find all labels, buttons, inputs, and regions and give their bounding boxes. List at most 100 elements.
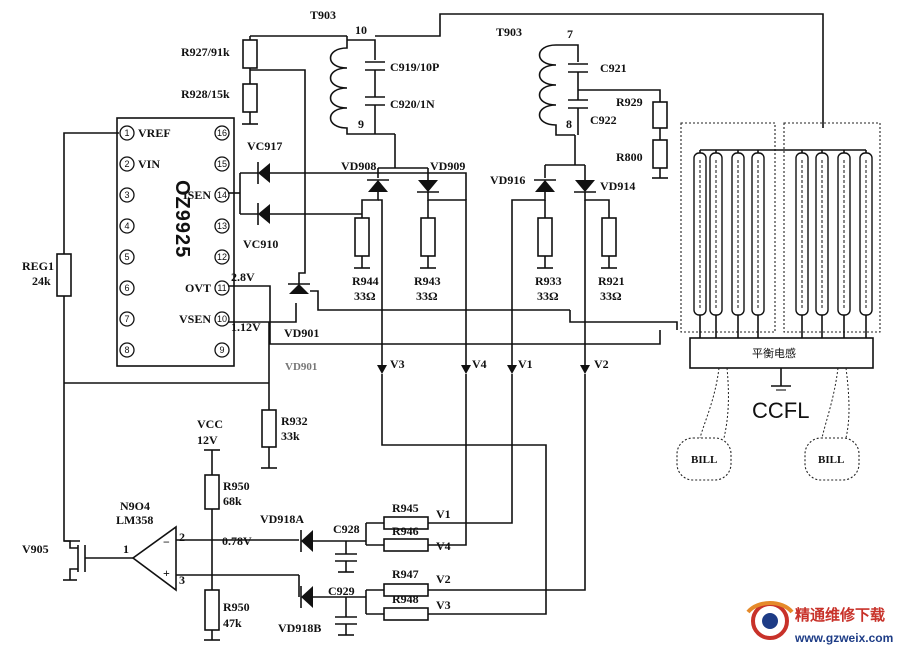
ic-pin-2 [119,156,135,172]
reg1-value: 24k [32,274,51,288]
ic-pin-number: 5 [124,252,129,262]
balance-inductor [689,337,874,369]
ic-pin-4 [119,218,135,234]
ic-pin-number: 3 [124,190,129,200]
ic-pin-5 [119,249,135,265]
pin7-label: 7 [567,27,573,41]
feedback-rectifiers: VD918A VD918B C928 C929 R945 R946 R947 R… [212,501,451,636]
t903-left-label: T903 [310,8,336,22]
ic-pin-name: VIN [138,157,160,171]
c919-label: C919/10P [390,60,439,74]
r943-label: R943 [414,274,441,288]
bill-right-label: BILL [818,454,844,466]
opamp-minus: − [163,535,170,549]
watermark-logo-core-icon [762,613,778,629]
vd901-faint-label: VD901 [285,361,317,373]
vd918b-label: VD918B [278,621,321,635]
opamp-lm358: N9O4 LM358 1 2 3 − + V905 [22,499,299,592]
lamp-bank-right [783,122,881,333]
ic-pin-12 [214,249,230,265]
arrow-v4-label: V4 [472,357,487,371]
pin10-label: 10 [355,23,367,37]
transformer-right: T903 7 8 C921 C922 R929 R800 [496,25,668,179]
ic-pin-name: OVT [185,281,211,295]
ccfl-lamp-banks: 平衡电感 CCFL BILL BILL [676,122,881,481]
ccfl-label: CCFL [752,398,809,423]
vd908-label: VD908 [341,159,376,173]
opamp-plus: + [163,566,170,580]
ic-pin-number: 15 [217,159,227,169]
vcc-label: VCC [197,417,223,431]
r921-value: 33Ω [600,289,622,303]
opamp-pin1: 1 [123,542,129,556]
net-v2-label: V2 [436,572,451,586]
net-v4-label: V4 [436,539,451,553]
r950a-label: R950 [223,479,250,493]
r948-label: R948 [392,592,419,606]
ic-pin-16 [214,125,230,141]
ic-pin-number: 6 [124,283,129,293]
ccfl-lamps [693,150,873,338]
c920-label: C920/1N [390,97,435,111]
ic-pin-number: 1 [124,128,129,138]
r932-value: 33k [281,429,300,443]
r927-label: R927/91k [181,45,230,59]
bill-left-label: BILL [691,454,717,466]
vd916-label: VD916 [490,173,525,187]
ic-pin-number: 10 [217,314,227,324]
ic-pin-number: 12 [217,252,227,262]
ic-body [116,117,235,367]
net-v3-label: V3 [436,598,451,612]
t903-right-label: T903 [496,25,522,39]
r929-label: R929 [616,95,643,109]
arrow-v2-label: V2 [594,357,609,371]
ovt-voltage: 2.8V [231,270,255,284]
c922-label: C922 [590,113,617,127]
vcc-voltage: 12V [197,433,218,447]
lm358-label: LM358 [116,513,153,527]
ovt-vsen-network: 2.8V 1.12V VD901 R932 33k [228,69,661,469]
r933-label: R933 [535,274,562,288]
r943-value: 33Ω [416,289,438,303]
ic-pin-number: 4 [124,221,129,231]
ic-pin-number: 9 [219,345,224,355]
c929-label: C929 [328,584,355,598]
isen-diodes: VC917 VC910 [228,139,467,251]
bill-left [676,437,732,481]
watermark-url: www.gzweix.com [794,631,893,645]
ic-pin-9 [214,342,230,358]
watermark: 精通维修下载 www.gzweix.com [746,601,893,645]
ic-pin-number: 7 [124,314,129,324]
pin8-label: 8 [566,117,572,131]
ic-name: OZ9925 [171,180,193,258]
ic-pin-13 [214,218,230,234]
vd909-label: VD909 [430,159,465,173]
c928-label: C928 [333,522,360,536]
net-v1-label: V1 [436,507,451,521]
vc917-label: VC917 [247,139,282,153]
ic-pin-6 [119,280,135,296]
node-voltage: 0.78V [222,534,252,548]
ic-pin-number: 14 [217,190,227,200]
r944-value: 33Ω [354,289,376,303]
r800-label: R800 [616,150,643,164]
r944-label: R944 [352,274,379,288]
arrow-v3-label: V3 [390,357,405,371]
opamp-pin2: 2 [179,530,185,544]
r921-label: R921 [598,274,625,288]
ic-pin-1 [119,125,135,141]
ic-pin-10 [214,311,230,327]
vc910-label: VC910 [243,237,278,251]
ic-pin-8 [119,342,135,358]
c921-label: C921 [600,61,627,75]
bill-right [804,437,860,481]
r947-label: R947 [392,567,419,581]
r950b-label: R950 [223,600,250,614]
reg1-label: REG1 [22,259,54,273]
ic-pin-name: VREF [138,126,171,140]
balance-inductor-label: 平衡电感 [752,347,796,360]
pin9-label: 9 [358,117,364,131]
v905-label: V905 [22,542,49,556]
watermark-cn: 精通维修下载 [795,606,885,624]
